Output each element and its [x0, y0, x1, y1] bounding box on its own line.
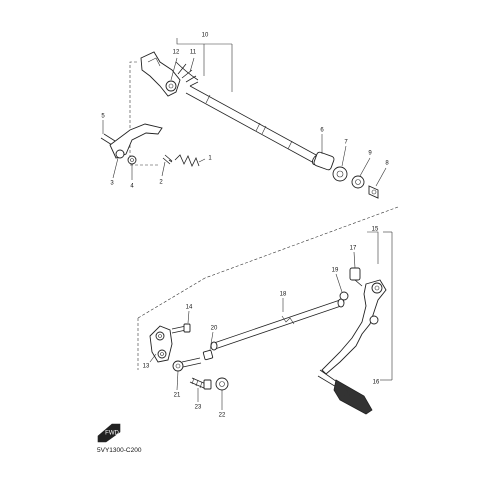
return-spring [162, 154, 200, 167]
callout-20: 20 [211, 326, 218, 332]
callout-17: 17 [350, 246, 357, 252]
callout-21: 21 [174, 393, 181, 399]
leader-lines [102, 38, 393, 410]
shift-shaft-assembly [140, 51, 320, 166]
front-direction-icon: FWD [97, 423, 121, 443]
callout-18: 18 [280, 292, 287, 298]
callout-16: 16 [373, 380, 380, 386]
callout-7: 7 [344, 140, 348, 146]
callout-3: 3 [110, 181, 114, 187]
section-boundary [129, 61, 399, 370]
callout-11: 11 [190, 50, 197, 56]
callout-9: 9 [368, 151, 372, 157]
shaft-seal-and-washers [313, 151, 379, 199]
callout-8: 8 [385, 161, 389, 167]
callout-14: 14 [186, 305, 193, 311]
callout-5: 5 [101, 114, 105, 120]
callout-1: 1 [208, 156, 212, 162]
callout-23: 23 [195, 405, 202, 411]
callout-labels: 10 12 11 5 1 2 3 4 6 7 9 8 15 17 19 18 1… [101, 33, 389, 419]
callout-2: 2 [159, 180, 163, 186]
svg-text:FWD: FWD [105, 431, 119, 437]
callout-13: 13 [143, 364, 150, 370]
callout-19: 19 [332, 268, 339, 274]
callout-12: 12 [173, 50, 180, 56]
callout-10: 10 [202, 33, 209, 39]
callout-4: 4 [130, 184, 134, 190]
shift-pedal [317, 267, 387, 415]
callout-15: 15 [372, 227, 379, 233]
stopper-lever [100, 123, 163, 165]
diagram-code: 5VY1300-C200 [97, 447, 142, 454]
shift-arm [149, 323, 214, 372]
shift-rod [210, 298, 345, 351]
callout-6: 6 [320, 128, 324, 134]
callout-22: 22 [219, 413, 226, 419]
bolt-and-collar [189, 377, 229, 391]
